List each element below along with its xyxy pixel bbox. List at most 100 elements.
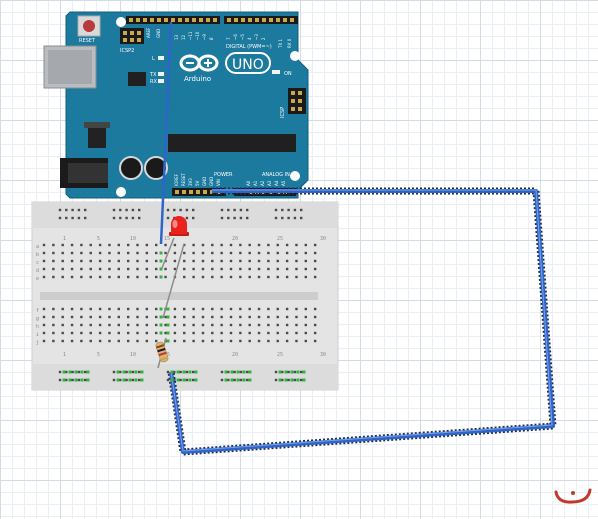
breadboard-hole	[313, 267, 317, 271]
rail-connected-hole	[116, 378, 120, 382]
breadboard-hole	[276, 259, 279, 263]
rail-connected-hole	[290, 370, 294, 374]
rail-hole	[185, 378, 189, 382]
breadboard-hole	[183, 267, 186, 271]
breadboard-hole	[220, 251, 223, 255]
connected-hole	[159, 259, 163, 263]
rail-connected-hole	[86, 378, 90, 382]
breadboard-hole	[304, 275, 307, 279]
rail-hole	[239, 378, 243, 382]
rail-hole	[112, 370, 116, 374]
mounting-hole	[290, 51, 300, 61]
capacitor	[144, 156, 168, 180]
rail-hole	[300, 208, 303, 212]
breadboard-hole	[285, 331, 289, 335]
rail-connected-hole	[182, 370, 186, 374]
breadboard-hole	[267, 339, 270, 343]
rail-hole	[220, 216, 224, 220]
breadboard-hole	[248, 307, 251, 311]
breadboard-hole	[183, 251, 186, 255]
rail-hole	[293, 208, 297, 212]
l-led	[158, 56, 164, 60]
breadboard-hole	[313, 243, 317, 247]
breadboard-hole	[145, 243, 149, 247]
digital-header-pins	[129, 18, 294, 22]
led-leg-cathode	[161, 237, 175, 269]
rail-hole	[119, 216, 122, 220]
breadboard-hole	[248, 331, 251, 335]
breadboard-hole	[295, 275, 298, 279]
rail-hole	[179, 370, 182, 374]
mounting-hole	[290, 171, 300, 181]
breadboard-hole	[126, 315, 130, 319]
header-pin	[199, 18, 203, 22]
breadboard-hole	[98, 339, 102, 343]
smile-icon[interactable]	[554, 488, 592, 504]
resistor[interactable]	[155, 337, 169, 369]
rail-hole	[166, 378, 170, 382]
breadboard-hole	[155, 323, 158, 327]
wire-gnd-return[interactable]	[167, 187, 557, 456]
breadboard-hole	[201, 267, 205, 271]
rail-hole	[125, 208, 128, 212]
rail-hole	[131, 370, 135, 374]
breadboard-hole	[267, 259, 270, 263]
rail-connected-hole	[278, 370, 282, 374]
breadboard-hole	[89, 323, 92, 327]
breadboard-hole	[108, 339, 111, 343]
breadboard-hole	[52, 267, 55, 271]
rail-hole	[300, 378, 303, 382]
column-number: 10	[130, 236, 136, 242]
voltage-regulator	[88, 126, 106, 148]
arduino-uno-board[interactable]: RESET ICSP2 ICSP UNO Ard	[43, 11, 309, 199]
rail-hole	[246, 216, 249, 220]
breadboard-hole	[239, 243, 242, 247]
header-pin	[192, 18, 196, 22]
breadboard-hole	[276, 275, 279, 279]
svg-text:~10: ~10	[195, 31, 200, 40]
breadboard-hole	[313, 315, 317, 319]
breadboard-hole	[98, 267, 102, 271]
rail-hole	[239, 216, 243, 220]
breadboard-hole	[117, 323, 120, 327]
reset-button-cap[interactable]	[83, 20, 95, 32]
led-red[interactable]	[161, 216, 189, 319]
rx-label: RX	[150, 79, 157, 85]
rail-hole	[185, 370, 189, 374]
rail-connected-hole	[278, 378, 282, 382]
rail-hole	[65, 216, 68, 220]
breadboard-hole	[61, 339, 64, 343]
breadboard-hole	[304, 243, 307, 247]
wire-digital-pin[interactable]	[159, 21, 173, 245]
breadboard-hole	[52, 307, 55, 311]
reset-label: RESET	[79, 38, 96, 44]
breadboard-hole	[126, 307, 130, 311]
breadboard-hole	[257, 251, 261, 255]
gnd-label: GND	[156, 29, 161, 38]
breadboard-hole	[285, 323, 289, 327]
connected-hole	[166, 331, 170, 335]
breadboard-hole	[248, 259, 251, 263]
breadboard-hole	[257, 243, 261, 247]
breadboard-hole	[257, 307, 261, 311]
breadboard-hole	[155, 315, 158, 319]
rail-connected-hole	[188, 370, 192, 374]
rail-hole	[77, 378, 81, 382]
breadboard-hole	[155, 339, 158, 343]
rail-connected-hole	[140, 370, 144, 374]
breadboard-hole	[183, 275, 186, 279]
breadboard-hole	[239, 307, 242, 311]
rail-hole	[131, 208, 135, 212]
column-number: 15	[164, 236, 170, 242]
breadboard-hole	[211, 339, 214, 343]
breadboard-hole	[211, 275, 214, 279]
breadboard-hole	[98, 275, 102, 279]
connected-hole	[159, 331, 163, 335]
svg-text:A5: A5	[281, 180, 286, 186]
breadboard-hole	[108, 267, 111, 271]
rail-hole	[119, 370, 122, 374]
breadboard-hole	[117, 243, 120, 247]
resistor-band	[160, 356, 169, 361]
breadboard-hole	[229, 259, 233, 263]
